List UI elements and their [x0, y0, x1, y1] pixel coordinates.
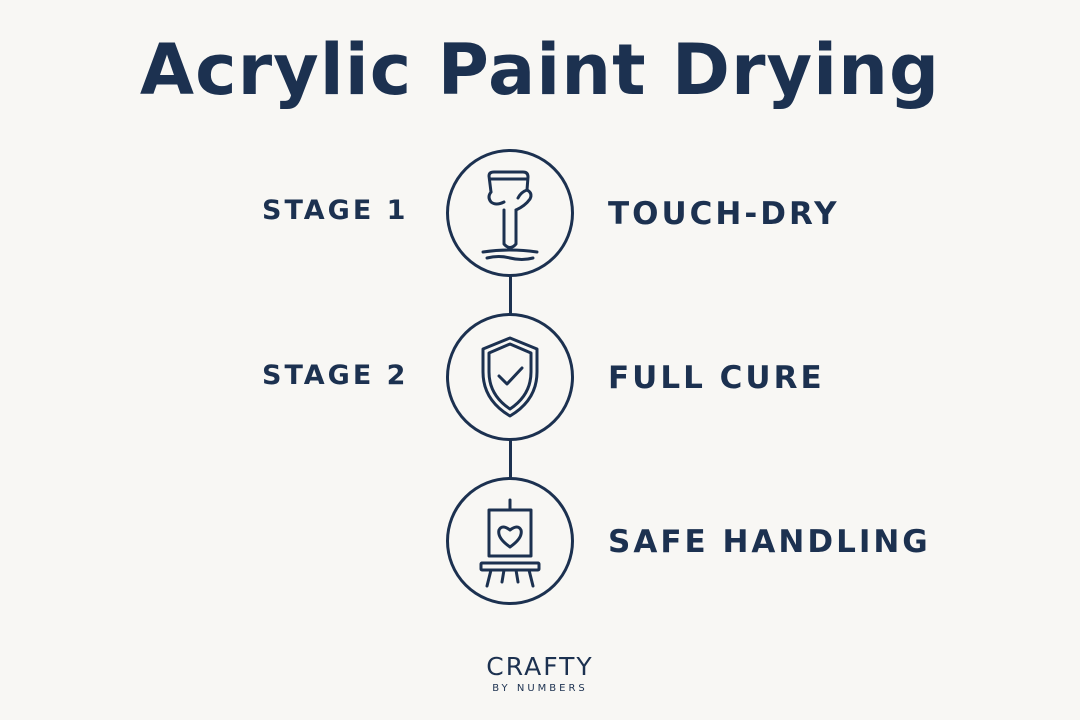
stage-name-1: TOUCH-DRY [608, 196, 840, 232]
stage-label-1: STAGE 1 [262, 195, 409, 226]
connector-line-1-2 [509, 276, 512, 314]
brand-logo-name: CRAFTY [486, 652, 594, 681]
shield-check-icon [481, 336, 539, 418]
stage-name-3: SAFE HANDLING [608, 524, 931, 560]
stage-label-2: STAGE 2 [262, 360, 409, 391]
stage-name-2: FULL CURE [608, 360, 825, 396]
brand-logo-tagline: BY NUMBERS [492, 683, 588, 694]
stage-node-3 [446, 477, 574, 605]
stage-node-1 [446, 149, 574, 277]
connector-line-2-3 [509, 440, 512, 478]
stage-node-2 [446, 313, 574, 441]
pointing-finger-icon [481, 170, 539, 261]
page-title: Acrylic Paint Drying [139, 29, 941, 111]
easel-heart-icon [479, 498, 541, 588]
